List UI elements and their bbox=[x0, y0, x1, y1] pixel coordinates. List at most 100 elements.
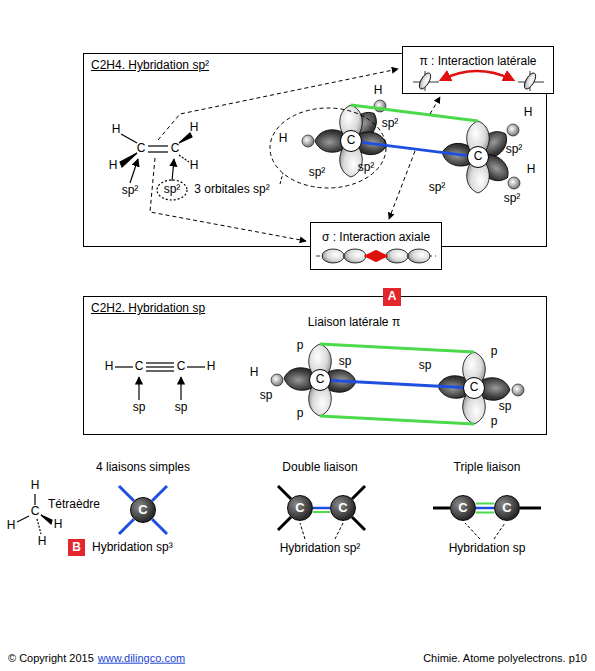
hybrid-label: sp² bbox=[164, 183, 181, 197]
formula-atom: H bbox=[207, 360, 216, 374]
orbital-label: p bbox=[297, 407, 304, 421]
bond-note: Liaison latérale π bbox=[308, 316, 400, 330]
carbon-ball: C bbox=[330, 495, 356, 521]
atom-symbol: C bbox=[138, 503, 147, 518]
formula-atom: C bbox=[177, 360, 186, 374]
orbital-label: sp² bbox=[506, 143, 523, 157]
acetylene-orbitals bbox=[320, 344, 474, 352]
methane-formula bbox=[41, 515, 52, 524]
methane-formula bbox=[17, 494, 52, 534]
ethylene-orbitals bbox=[302, 135, 314, 147]
carbon-ball: C bbox=[130, 497, 156, 523]
atom-label: H bbox=[527, 163, 536, 177]
formula-atom: H bbox=[112, 123, 121, 137]
bond-sketch bbox=[278, 486, 541, 530]
formula-atom: H bbox=[7, 519, 16, 533]
orbital-label: sp bbox=[339, 355, 352, 369]
bond-sketch bbox=[300, 523, 505, 539]
formula-atom: H bbox=[38, 535, 47, 549]
ethylene-orbitals bbox=[270, 108, 386, 188]
atom-label: H bbox=[524, 106, 533, 120]
acetylene-formula bbox=[146, 370, 174, 371]
formula-atom: H bbox=[190, 121, 199, 135]
atom-symbol: C bbox=[295, 501, 304, 516]
hybrid-label: sp bbox=[175, 401, 188, 415]
carbon-ball: C bbox=[494, 495, 520, 521]
interaction-box: π : Interaction latérale bbox=[402, 46, 554, 94]
formula-atom: H bbox=[105, 360, 114, 374]
methane-formula bbox=[17, 516, 29, 522]
orbital-label: sp² bbox=[429, 181, 446, 195]
sigma-bond bbox=[331, 381, 463, 388]
carbon-ball: C bbox=[287, 495, 313, 521]
atom-symbol: C bbox=[470, 381, 479, 395]
formula-atom: C bbox=[31, 505, 40, 519]
section-heading: Double liaison bbox=[282, 461, 357, 475]
dashed-pointer bbox=[150, 69, 440, 241]
carbon-atom: C bbox=[309, 369, 331, 391]
dashed-pointer bbox=[389, 151, 415, 219]
atom-label: H bbox=[250, 366, 259, 380]
hybrid-caption: Hybridation sp bbox=[449, 542, 526, 556]
sigma-bond bbox=[362, 142, 467, 155]
orbital-label: sp² bbox=[358, 161, 375, 175]
atom-symbol: C bbox=[316, 373, 325, 387]
interaction-box: σ : Interaction axiale bbox=[310, 222, 442, 270]
bond-sketch bbox=[352, 486, 365, 499]
acetylene-formula bbox=[115, 363, 205, 400]
section-heading: 4 liaisons simples bbox=[96, 461, 190, 475]
acetylene-formula bbox=[146, 362, 174, 363]
callout-letter: A bbox=[383, 288, 401, 306]
acetylene-formula bbox=[187, 366, 205, 367]
bond-sketch bbox=[152, 486, 167, 501]
page-footer: Chimie. Atome polyelectrons. p10 bbox=[423, 652, 587, 665]
orbital-label: sp bbox=[499, 400, 512, 414]
acetylene-orbitals bbox=[271, 344, 524, 424]
bond-sketch bbox=[278, 517, 291, 530]
ethylene-formula bbox=[179, 155, 189, 162]
bond-sketch bbox=[313, 511, 330, 513]
ethylene-formula bbox=[157, 180, 187, 200]
dashed-pointer bbox=[430, 97, 440, 114]
atom-symbol: C bbox=[474, 150, 483, 164]
acetylene-formula bbox=[138, 377, 139, 400]
sigma-bond bbox=[313, 507, 330, 510]
ethylene-orbitals bbox=[270, 100, 520, 193]
bond-sketch bbox=[476, 512, 494, 514]
formula-atom: C bbox=[137, 142, 146, 156]
ethylene-orbitals bbox=[351, 105, 478, 121]
bond-sketch bbox=[119, 486, 167, 534]
section-heading: Triple liaison bbox=[454, 461, 521, 475]
atom-symbol: C bbox=[458, 501, 467, 516]
ethylene-formula bbox=[120, 133, 192, 200]
atom-symbol: C bbox=[338, 501, 347, 516]
methane-formula bbox=[37, 519, 41, 534]
carbon-atom: C bbox=[467, 146, 489, 168]
bond-sketch bbox=[119, 486, 541, 539]
orbital-label: sp² bbox=[309, 166, 326, 180]
formula-atom: H bbox=[190, 159, 199, 173]
orbital-label: sp² bbox=[504, 192, 521, 206]
methane-formula bbox=[34, 494, 35, 505]
bond-sketch bbox=[476, 503, 494, 505]
sigma-bond bbox=[476, 507, 494, 510]
atom-label: H bbox=[279, 132, 288, 146]
formula-atom: H bbox=[54, 518, 63, 532]
hybrid-caption: Hybridation sp³ bbox=[92, 541, 173, 555]
ethylene-formula bbox=[120, 153, 137, 167]
shape-note: Tétraèdre bbox=[48, 498, 100, 512]
acetylene-orbitals bbox=[271, 374, 283, 386]
acetylene-formula bbox=[115, 366, 133, 367]
atom-symbol: C bbox=[347, 134, 356, 148]
dashed-pointer bbox=[158, 69, 398, 140]
formula-atom: C bbox=[171, 142, 180, 156]
hybrid-caption: Hybridation sp² bbox=[280, 542, 361, 556]
ethylene-orbitals bbox=[280, 173, 283, 184]
copyright: © Copyright 2015 bbox=[8, 652, 94, 665]
orbital-label: sp² bbox=[382, 117, 399, 131]
formula-atom: C bbox=[135, 360, 144, 374]
acetylene-formula bbox=[146, 366, 174, 367]
bond-sketch bbox=[520, 507, 541, 510]
